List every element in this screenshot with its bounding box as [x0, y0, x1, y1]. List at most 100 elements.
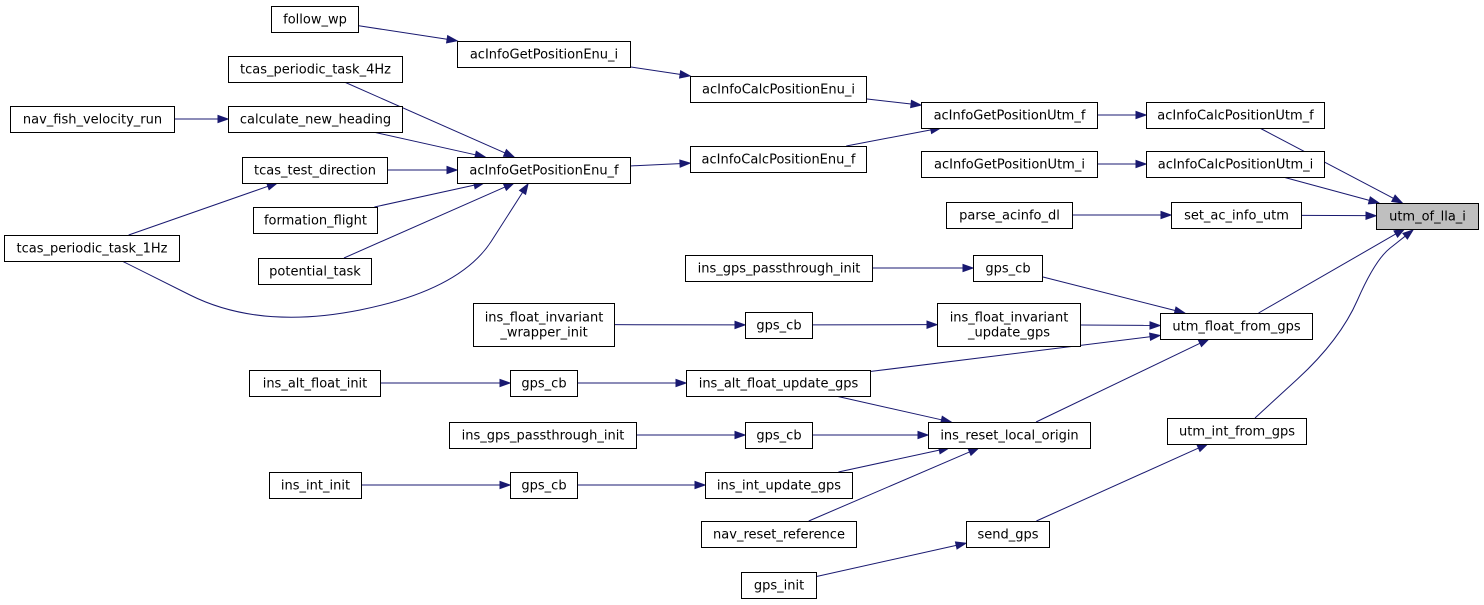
- node-ins_float_invariant_wrapper_init[interactable]: ins_float_invariant_wrapper_init: [473, 303, 615, 347]
- edge-line: [1036, 447, 1199, 522]
- node-calculate_new_heading[interactable]: calculate_new_heading: [228, 106, 403, 133]
- node-box: [1171, 202, 1302, 229]
- node-gps_cb_alt[interactable]: gps_cb: [510, 370, 578, 397]
- node-nav_fish_velocity_run[interactable]: nav_fish_velocity_run: [10, 106, 175, 133]
- node-box: [973, 255, 1043, 282]
- arrowhead-icon: [1365, 211, 1378, 220]
- edge-nav_fish_velocity_run-to-calculate_new_heading: [174, 114, 230, 124]
- node-box: [473, 303, 615, 347]
- node-ins_int_update_gps[interactable]: ins_int_update_gps: [705, 472, 853, 499]
- node-acInfoCalcPositionUtm_f[interactable]: acInfoCalcPositionUtm_f: [1146, 102, 1325, 129]
- node-ins_reset_local_origin[interactable]: ins_reset_local_origin: [928, 422, 1091, 449]
- arrowhead-icon: [1135, 159, 1148, 169]
- edge-acInfoCalcPositionUtm_i-to-utm_of_lla_i: [1282, 176, 1381, 205]
- node-acInfoGetPositionUtm_f[interactable]: acInfoGetPositionUtm_f: [921, 102, 1098, 129]
- node-box: [269, 472, 362, 499]
- node-utm_float_from_gps[interactable]: utm_float_from_gps: [1160, 313, 1313, 340]
- node-parse_acinfo_dl[interactable]: parse_acinfo_dl: [946, 202, 1073, 229]
- node-label: acInfoGetPositionEnu_f: [469, 164, 619, 179]
- arrowhead-icon: [910, 99, 923, 109]
- node-potential_task[interactable]: potential_task: [258, 258, 372, 285]
- node-acInfoCalcPositionUtm_i[interactable]: acInfoCalcPositionUtm_i: [1146, 151, 1325, 178]
- node-nav_reset_reference[interactable]: nav_reset_reference: [701, 521, 857, 548]
- node-tcas_periodic_task_1Hz[interactable]: tcas_periodic_task_1Hz: [4, 235, 180, 262]
- node-send_gps[interactable]: send_gps: [966, 521, 1050, 548]
- node-label: utm_int_from_gps: [1179, 425, 1295, 440]
- node-ins_float_invariant_update_gps[interactable]: ins_float_invariant_update_gps: [937, 303, 1081, 347]
- edge-utm_int_from_gps-to-utm_of_lla_i: [1254, 229, 1415, 419]
- edge-line: [629, 163, 681, 167]
- node-box: [1160, 313, 1313, 340]
- edge-acInfoCalcPositionUtm_f-to-utm_of_lla_i: [1259, 127, 1404, 204]
- node-acInfoCalcPositionEnu_f[interactable]: acInfoCalcPositionEnu_f: [690, 146, 867, 173]
- node-box: [1146, 102, 1325, 129]
- node-box: [928, 422, 1091, 449]
- node-label: ins_gps_passthrough_init: [462, 429, 625, 444]
- node-gps_cb_pt[interactable]: gps_cb: [973, 255, 1043, 282]
- arrowhead-icon: [954, 541, 968, 550]
- node-acInfoGetPositionEnu_f[interactable]: acInfoGetPositionEnu_f: [457, 157, 631, 184]
- node-label: gps_cb: [985, 262, 1030, 277]
- edge-gps_cb_pt2-to-ins_reset_local_origin: [812, 430, 930, 440]
- edge-ins_gps_passthrough_init_a-to-gps_cb_pt: [872, 263, 975, 273]
- node-tcas_test_direction[interactable]: tcas_test_direction: [242, 157, 388, 184]
- node-box: [271, 6, 359, 33]
- node-label: ins_float_invariant: [950, 311, 1069, 326]
- edge-gps_cb_fi-to-ins_float_invariant_update_gps: [811, 320, 939, 329]
- edge-ins_alt_float_update_gps-to-utm_float_from_gps: [869, 332, 1162, 373]
- edge-acInfoGetPositionEnu_i-to-acInfoCalcPositionEnu_i: [629, 66, 692, 79]
- arrowhead-icon: [917, 430, 930, 440]
- edge-line: [865, 98, 912, 105]
- node-formation_flight[interactable]: formation_flight: [253, 207, 378, 234]
- node-box: [921, 151, 1098, 178]
- node-ins_gps_passthrough_init_b[interactable]: ins_gps_passthrough_init: [449, 422, 637, 449]
- node-box: [745, 312, 813, 339]
- node-gps_init[interactable]: gps_init: [741, 572, 817, 599]
- node-follow_wp[interactable]: follow_wp: [271, 6, 359, 33]
- node-box: [228, 106, 403, 133]
- edge-line: [1254, 235, 1406, 419]
- edge-tcas_periodic_task_4Hz-to-acInfoGetPositionEnu_f: [344, 81, 516, 158]
- node-box: [457, 41, 631, 68]
- edge-line: [357, 25, 448, 40]
- edge-ins_float_invariant_update_gps-to-utm_float_from_gps: [1079, 321, 1162, 330]
- node-ins_alt_float_update_gps[interactable]: ins_alt_float_update_gps: [686, 370, 871, 397]
- node-ins_alt_float_init[interactable]: ins_alt_float_init: [249, 370, 381, 397]
- node-utm_of_lla_i[interactable]: utm_of_lla_i: [1376, 203, 1479, 230]
- arrowhead-icon: [446, 165, 459, 175]
- node-utm_int_from_gps[interactable]: utm_int_from_gps: [1167, 418, 1307, 445]
- node-gps_cb_int[interactable]: gps_cb: [510, 472, 578, 499]
- node-box: [690, 76, 867, 103]
- edge-acInfoCalcPositionEnu_i-to-acInfoGetPositionUtm_f: [865, 98, 923, 109]
- node-gps_cb_fi[interactable]: gps_cb: [745, 312, 813, 339]
- edge-line: [343, 186, 506, 259]
- node-acInfoCalcPositionEnu_i[interactable]: acInfoCalcPositionEnu_i: [690, 76, 867, 103]
- node-ins_int_init[interactable]: ins_int_init: [269, 472, 362, 499]
- edge-ins_alt_float_init-to-gps_cb_alt: [380, 378, 512, 388]
- arrowhead-icon: [962, 263, 975, 273]
- node-acInfoGetPositionEnu_i[interactable]: acInfoGetPositionEnu_i: [457, 41, 631, 68]
- node-acInfoGetPositionUtm_i[interactable]: acInfoGetPositionUtm_i: [921, 151, 1098, 178]
- edge-set_ac_info_utm-to-utm_of_lla_i: [1300, 211, 1378, 220]
- node-box: [937, 303, 1081, 347]
- edge-ins_float_invariant_wrapper_init-to-gps_cb_fi: [613, 320, 747, 330]
- node-box: [449, 422, 637, 449]
- edge-calculate_new_heading-to-acInfoGetPositionEnu_f: [373, 131, 487, 159]
- node-label: _wrapper_init: [499, 326, 587, 341]
- node-set_ac_info_utm[interactable]: set_ac_info_utm: [1171, 202, 1302, 229]
- edge-tcas_periodic_task_1Hz-to-acInfoGetPositionEnu_f: [119, 182, 529, 318]
- node-ins_gps_passthrough_init_a[interactable]: ins_gps_passthrough_init: [685, 255, 873, 282]
- node-label: gps_cb: [756, 429, 801, 444]
- edge-parse_acinfo_dl-to-set_ac_info_utm: [1072, 210, 1173, 220]
- node-tcas_periodic_task_4Hz[interactable]: tcas_periodic_task_4Hz: [228, 56, 403, 83]
- edge-line: [1259, 127, 1394, 199]
- node-label: acInfoCalcPositionEnu_f: [702, 153, 856, 168]
- node-label: gps_cb: [521, 479, 566, 494]
- arrowhead-icon: [217, 114, 230, 124]
- arrowhead-icon: [678, 70, 692, 79]
- node-box: [685, 255, 873, 282]
- node-gps_cb_pt2[interactable]: gps_cb: [745, 422, 813, 449]
- arrowhead-icon: [675, 378, 688, 388]
- edge-line: [344, 81, 506, 154]
